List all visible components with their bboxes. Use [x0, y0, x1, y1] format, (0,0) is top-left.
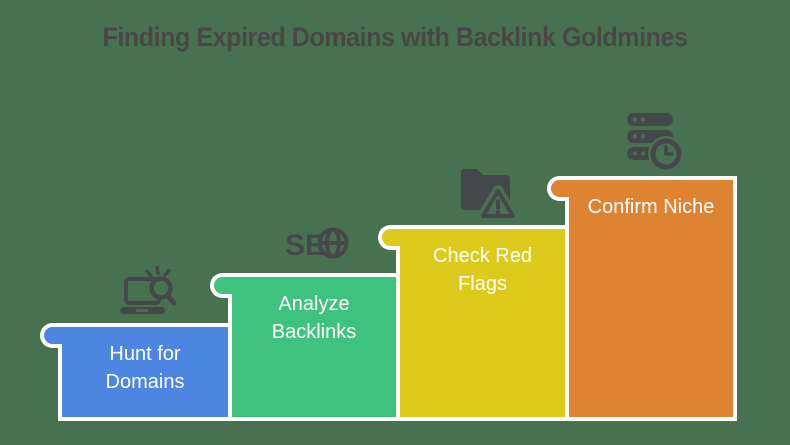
step-label-line: Analyze: [278, 293, 350, 315]
server-clock-icon: [622, 110, 686, 177]
step-label-line: Check Red: [433, 245, 532, 267]
step-label: Hunt for Domains: [62, 327, 228, 396]
folder-warning-icon: [458, 164, 519, 227]
step-label-line: Domains: [105, 371, 185, 393]
step-label: Analyze Backlinks: [232, 277, 396, 346]
step-check-red-flags: Check Red Flags: [378, 225, 569, 421]
step-hunt-for-domains: Hunt for Domains: [40, 323, 232, 421]
step-label-line: Flags: [458, 273, 507, 295]
step-label-line: Hunt for: [109, 343, 181, 365]
step-label: Confirm Niche: [569, 180, 733, 221]
step-analyze-backlinks: Analyze Backlinks: [210, 273, 400, 421]
step-label-line: Backlinks: [271, 321, 357, 343]
step-confirm-niche: Confirm Niche: [547, 176, 737, 421]
page-title: Finding Expired Domains with Backlink Go…: [102, 22, 688, 52]
seo-globe-icon: SE: [285, 224, 350, 267]
step-label: Check Red Flags: [400, 229, 565, 298]
laptop-search-icon: [119, 265, 181, 325]
step-label-line: Confirm Niche: [587, 196, 715, 218]
